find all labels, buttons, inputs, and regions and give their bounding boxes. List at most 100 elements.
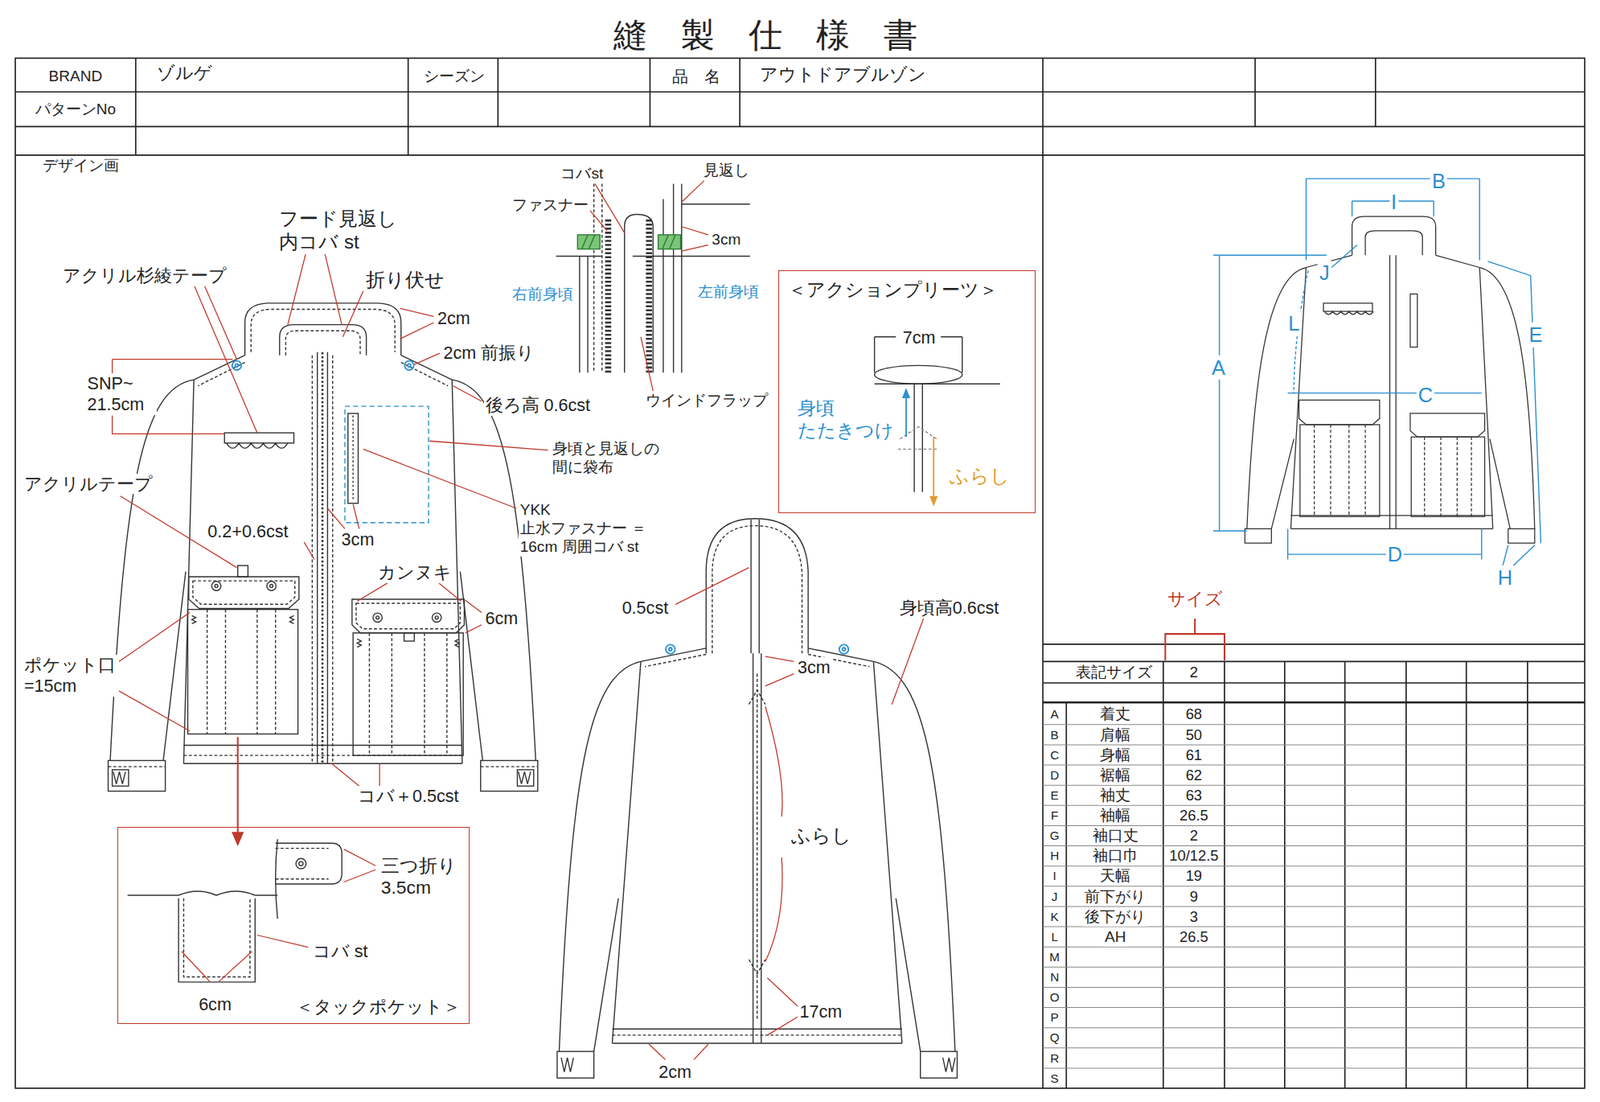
table-cell: F bbox=[1049, 808, 1060, 823]
tuck-pocket bbox=[183, 898, 250, 977]
callout-label: ポケット口 =15cm bbox=[22, 654, 120, 697]
measurement-flat bbox=[1244, 528, 1272, 543]
callout-label: アクリル杉綾テープ bbox=[61, 265, 229, 287]
callout-label: 0.2+0.6cst bbox=[205, 521, 290, 542]
panel-text: ふらし bbox=[947, 464, 1012, 489]
table-cell: 3 bbox=[1188, 907, 1200, 926]
dimension-letter: E bbox=[1527, 322, 1545, 347]
front-jacket bbox=[431, 612, 441, 622]
callout-label: コバ st bbox=[311, 940, 370, 962]
table-cell: N bbox=[1048, 969, 1061, 985]
front-jacket bbox=[518, 771, 531, 784]
front-jacket bbox=[348, 413, 359, 504]
callout-label: 6cm bbox=[196, 993, 234, 1015]
snap-button bbox=[839, 644, 849, 653]
front-jacket bbox=[245, 303, 402, 356]
callout-label: 2cm bbox=[435, 307, 472, 329]
dimension-letter: B bbox=[1430, 168, 1448, 193]
leader-line bbox=[110, 611, 190, 731]
front-jacket bbox=[237, 565, 249, 577]
measurement-flat bbox=[1410, 294, 1418, 348]
snap-button bbox=[407, 363, 411, 367]
detail-panel: ＜アクションプリーツ＞7cm身頃 たたきつけふらし bbox=[778, 270, 1036, 513]
table-cell: I bbox=[1051, 868, 1059, 883]
pleat-arrow bbox=[902, 387, 911, 398]
size-bracket bbox=[1165, 618, 1225, 661]
leader-line bbox=[765, 705, 783, 961]
dimension-line bbox=[1288, 528, 1482, 559]
front-jacket bbox=[285, 330, 361, 355]
leader-line bbox=[429, 440, 548, 450]
front-jacket bbox=[373, 612, 382, 622]
snap-button bbox=[842, 647, 846, 651]
pleat-arrow bbox=[929, 496, 938, 507]
front-jacket bbox=[321, 352, 325, 764]
zipper-section bbox=[594, 183, 603, 373]
front-jacket bbox=[352, 598, 465, 633]
action-pleat bbox=[874, 365, 963, 384]
callout-label: 身頃高0.6cst bbox=[898, 597, 1002, 619]
callout-label: 7cm bbox=[901, 327, 938, 349]
leader-line bbox=[640, 336, 653, 391]
leader-line bbox=[465, 599, 482, 633]
tuck-pocket bbox=[178, 898, 255, 982]
front-jacket bbox=[404, 632, 415, 641]
panel-heading: デザイン画 bbox=[41, 155, 121, 175]
leader-line bbox=[765, 656, 795, 686]
table-cell: 2 bbox=[1188, 826, 1200, 845]
table-cell: 26.5 bbox=[1177, 806, 1211, 825]
tuck-pocket bbox=[299, 861, 304, 866]
leader-line bbox=[681, 226, 709, 251]
front-jacket bbox=[224, 432, 294, 444]
measurement-flat bbox=[1365, 230, 1423, 255]
back-jacket bbox=[750, 519, 759, 653]
front-jacket bbox=[376, 615, 380, 620]
table-cell: 19 bbox=[1184, 866, 1204, 885]
front-jacket bbox=[266, 581, 276, 591]
table-cell: R bbox=[1048, 1050, 1061, 1065]
leader-line bbox=[681, 180, 705, 203]
measurement-flat bbox=[1299, 399, 1380, 424]
zipper-section bbox=[624, 214, 654, 374]
panel-text: ＜タックポケット＞ bbox=[294, 996, 463, 1018]
table-cell: 26.5 bbox=[1177, 927, 1211, 946]
table-cell: 肩幅 bbox=[1098, 725, 1133, 744]
sheet-frame bbox=[15, 91, 1585, 156]
back-jacket bbox=[756, 673, 758, 1021]
table-cell: P bbox=[1049, 1009, 1061, 1025]
callout-label: 3cm bbox=[795, 656, 833, 678]
table-cell: 裾幅 bbox=[1098, 765, 1133, 784]
front-jacket bbox=[311, 355, 333, 764]
front-jacket bbox=[188, 576, 300, 608]
table-cell: 表記サイズ bbox=[1074, 663, 1154, 682]
table-rule bbox=[1042, 724, 1585, 1068]
table-cell: J bbox=[1050, 888, 1060, 903]
table-cell: 10/12.5 bbox=[1167, 846, 1220, 865]
front-jacket bbox=[108, 765, 538, 767]
callout-label: SNP~ 21.5cm bbox=[86, 373, 157, 415]
leader-line bbox=[303, 541, 315, 560]
measurement-flat bbox=[1352, 216, 1436, 255]
front-jacket bbox=[226, 443, 288, 448]
tuck-pocket bbox=[127, 838, 343, 982]
header-cell: BRAND bbox=[47, 67, 105, 87]
dimension-line bbox=[1305, 178, 1480, 261]
sheet-frame bbox=[135, 57, 1376, 1088]
back-jacket bbox=[705, 518, 809, 654]
callout-label: ふらし bbox=[789, 824, 854, 848]
dimension-letter: H bbox=[1496, 565, 1514, 590]
front-jacket bbox=[108, 759, 166, 791]
zipper-section bbox=[579, 256, 588, 374]
measurement-flat bbox=[1247, 267, 1535, 530]
measurement-flat bbox=[1314, 424, 1366, 517]
callout-label: 3cm bbox=[709, 230, 743, 250]
leader-line bbox=[356, 582, 461, 602]
table-cell: L bbox=[1049, 929, 1059, 944]
measurement-flat bbox=[1424, 436, 1472, 517]
back-jacket bbox=[920, 1050, 958, 1078]
measurement-flat bbox=[1300, 424, 1380, 517]
panel-text: 三つ折り 3.5cm bbox=[379, 853, 464, 899]
back-jacket bbox=[611, 1028, 902, 1043]
front-jacket bbox=[183, 379, 462, 764]
